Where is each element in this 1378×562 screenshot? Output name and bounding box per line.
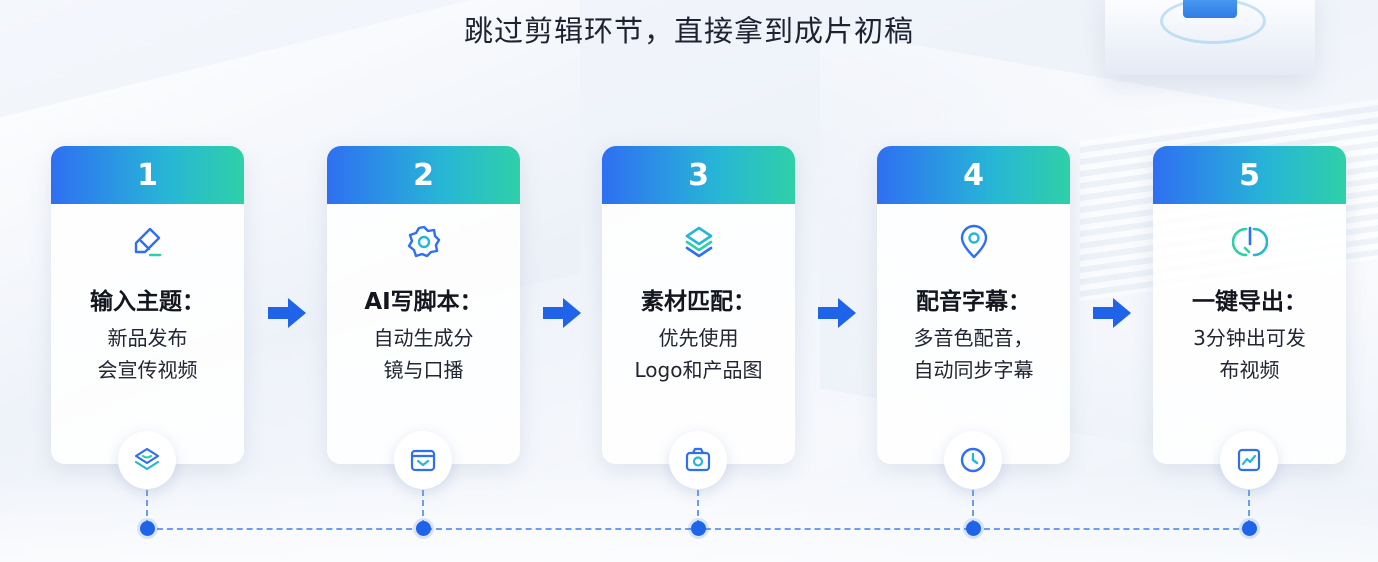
timeline-dot	[966, 521, 981, 536]
step-description: 自动生成分镜与口播	[373, 326, 474, 382]
step-description: 新品发布会宣传视频	[97, 326, 198, 382]
step-card-2: 2 AI写脚本： 自动生成分镜与口播	[327, 146, 520, 464]
camera-icon	[669, 431, 727, 489]
page-title: 跳过剪辑环节，直接拿到成片初稿	[463, 14, 914, 48]
step-title: 输入主题：	[90, 289, 205, 315]
export-icon	[1153, 224, 1346, 260]
step-card-4: 4 配音字幕： 多音色配音，自动同步字幕	[877, 146, 1070, 464]
step-number: 1	[51, 146, 244, 204]
step-title: 素材匹配：	[641, 289, 756, 315]
arrow-right-icon	[818, 298, 856, 328]
pen-icon	[51, 224, 244, 260]
stack-icon	[602, 224, 795, 260]
step-description: 3分钟出可发布视频	[1193, 326, 1306, 382]
clock-icon	[944, 431, 1002, 489]
step-title: 配音字幕：	[916, 289, 1031, 315]
arrow-right-icon	[268, 298, 306, 328]
connector-line	[1248, 490, 1250, 526]
arrow-right-icon	[1093, 298, 1131, 328]
step-title: 一键导出：	[1192, 289, 1307, 315]
step-card-1: 1 输入主题： 新品发布会宣传视频	[51, 146, 244, 464]
step-number: 3	[602, 146, 795, 204]
chart-icon	[1220, 431, 1278, 489]
connector-line	[422, 490, 424, 526]
timeline-dot	[691, 521, 706, 536]
step-number: 4	[877, 146, 1070, 204]
decorative-pedestal-icon	[1105, 0, 1315, 75]
step-number: 2	[327, 146, 520, 204]
step-title: AI写脚本：	[364, 289, 483, 315]
arrow-right-icon	[543, 298, 581, 328]
connector-line	[972, 490, 974, 526]
connector-line	[697, 490, 699, 526]
calendar-icon	[394, 431, 452, 489]
location-pin-icon	[877, 224, 1070, 260]
step-description: 多音色配音，自动同步字幕	[913, 326, 1034, 382]
timeline-dot	[140, 521, 155, 536]
step-card-5: 5 一键导出： 3分钟出可发布视频	[1153, 146, 1346, 464]
step-number: 5	[1153, 146, 1346, 204]
gear-icon	[327, 224, 520, 260]
layers-icon	[118, 431, 176, 489]
timeline-dot	[416, 521, 431, 536]
timeline-dot	[1242, 521, 1257, 536]
connector-line	[146, 490, 148, 526]
